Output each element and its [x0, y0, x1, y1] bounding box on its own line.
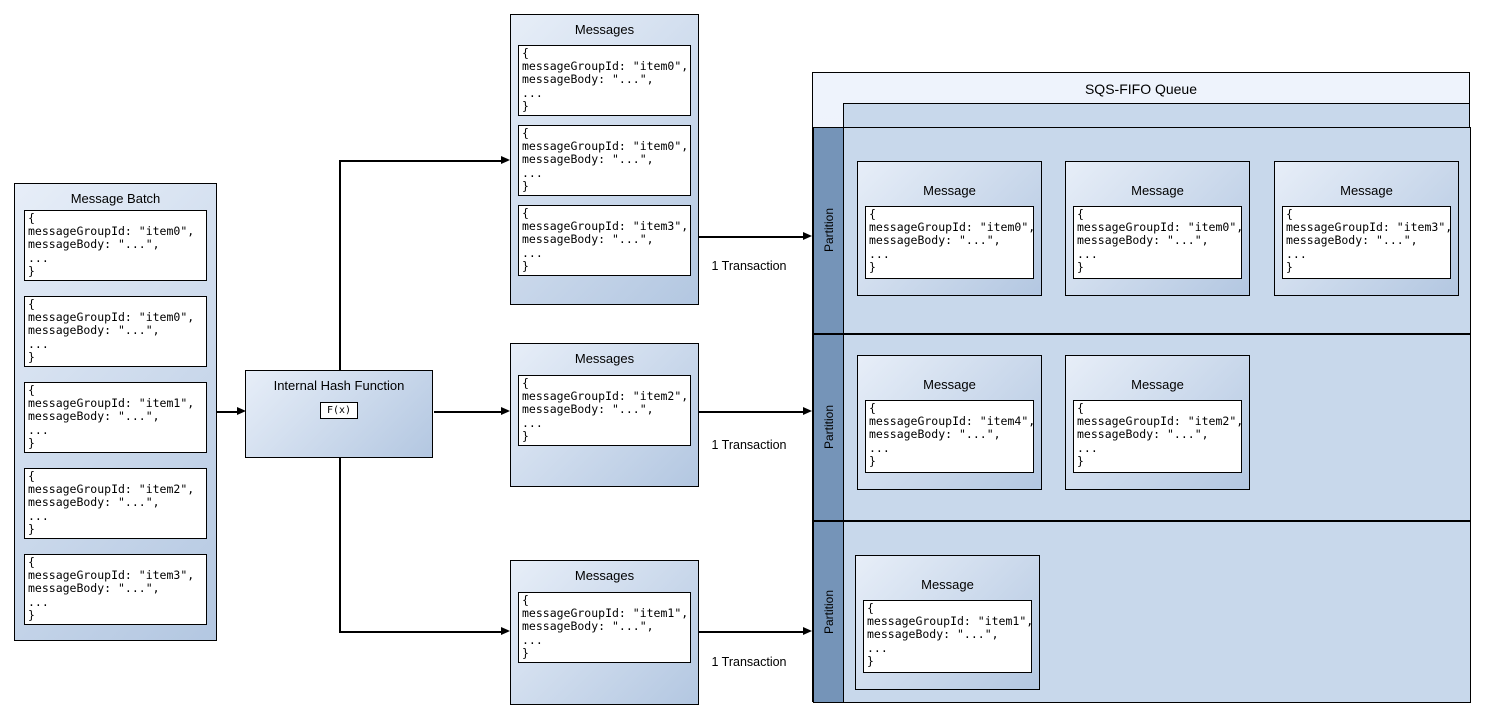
- arrowhead: [501, 627, 510, 635]
- partition-label: Partition: [821, 405, 836, 450]
- arrow-hash-down-vertical: [339, 458, 341, 633]
- message-code-block: {messageGroupId: "item0",messageBody: ".…: [865, 206, 1034, 279]
- arrowhead: [803, 232, 812, 240]
- arrowhead: [501, 156, 510, 164]
- message-card: {messageGroupId: "item0",messageBody: ".…: [24, 210, 207, 281]
- arrow-hash-to-messages-2: [434, 411, 502, 413]
- message-card: {messageGroupId: "item3",messageBody: ".…: [518, 205, 691, 276]
- messages-title: Messages: [574, 351, 635, 366]
- arrowhead: [501, 407, 510, 415]
- message-code-block: {messageGroupId: "item1",messageBody: ".…: [863, 600, 1032, 673]
- messages-panel-2: Messages {messageGroupId: "item2",messag…: [510, 343, 699, 487]
- partition-lane-2: Partition Message {messageGroupId: "item…: [813, 334, 1471, 521]
- queue-message-card: Message {messageGroupId: "item2",message…: [1065, 355, 1250, 490]
- message-card: {messageGroupId: "item3",messageBody: ".…: [24, 554, 207, 625]
- message-card: {messageGroupId: "item0",messageBody: ".…: [518, 125, 691, 196]
- message-card: {messageGroupId: "item2",messageBody: ".…: [24, 468, 207, 539]
- arrow-messages-2-to-partition-2: [699, 411, 804, 413]
- queue-title: SQS-FIFO Queue: [1084, 81, 1198, 97]
- message-card-title: Message: [921, 577, 974, 592]
- message-card: {messageGroupId: "item0",messageBody: ".…: [24, 296, 207, 367]
- message-batch-title: Message Batch: [70, 191, 161, 206]
- messages-cards-2: {messageGroupId: "item2",messageBody: ".…: [511, 366, 698, 446]
- arrowhead: [803, 407, 812, 415]
- arrow-hash-to-messages-1: [339, 160, 502, 162]
- hash-function-title: Internal Hash Function: [273, 378, 405, 393]
- message-card: {messageGroupId: "item0",messageBody: ".…: [518, 45, 691, 116]
- hash-formula-badge: F(x): [320, 402, 358, 419]
- queue-message-card: Message {messageGroupId: "item0",message…: [857, 161, 1042, 296]
- arrow-batch-to-hash: [217, 411, 240, 413]
- transaction-label-2: 1 Transaction: [711, 438, 787, 452]
- partition-lane-1: Partition Message {messageGroupId: "item…: [813, 127, 1471, 334]
- arrow-hash-to-messages-3: [339, 631, 502, 633]
- partition-label: Partition: [821, 208, 836, 253]
- messages-title: Messages: [574, 22, 635, 37]
- message-card-title: Message: [1131, 183, 1184, 198]
- message-code-block: {messageGroupId: "item0",messageBody: ".…: [1073, 206, 1242, 279]
- messages-panel-3: Messages {messageGroupId: "item1",messag…: [510, 560, 699, 705]
- hash-function-box: Internal Hash Function F(x): [245, 370, 433, 458]
- partition-label-strip: Partition: [814, 128, 844, 333]
- message-card-title: Message: [1340, 183, 1393, 198]
- message-card: {messageGroupId: "item1",messageBody: ".…: [24, 382, 207, 453]
- message-card: {messageGroupId: "item1",messageBody: ".…: [518, 592, 691, 663]
- partition-label-strip: Partition: [814, 522, 844, 702]
- sqs-fifo-queue-pool: SQS-FIFO Queue Partition Message {messag…: [812, 72, 1471, 703]
- message-batch-panel: Message Batch {messageGroupId: "item0",m…: [14, 183, 217, 641]
- message-card-title: Message: [1131, 377, 1184, 392]
- messages-cards-1: {messageGroupId: "item0",messageBody: ".…: [511, 37, 698, 276]
- partition-label-strip: Partition: [814, 335, 844, 520]
- arrow-hash-up-vertical: [339, 161, 341, 370]
- messages-panel-1: Messages {messageGroupId: "item0",messag…: [510, 14, 699, 305]
- partition-label: Partition: [821, 589, 836, 635]
- arrowhead: [237, 407, 246, 415]
- queue-message-card: Message {messageGroupId: "item0",message…: [1065, 161, 1250, 296]
- transaction-label-1: 1 Transaction: [711, 259, 787, 273]
- transaction-label-3: 1 Transaction: [711, 655, 787, 669]
- arrowhead: [803, 627, 812, 635]
- queue-message-card: Message {messageGroupId: "item1",message…: [855, 555, 1040, 690]
- message-card-title: Message: [923, 183, 976, 198]
- message-code-block: {messageGroupId: "item3",messageBody: ".…: [1282, 206, 1451, 279]
- message-batch-cards: {messageGroupId: "item0",messageBody: ".…: [15, 206, 216, 625]
- queue-message-card: Message {messageGroupId: "item3",message…: [1274, 161, 1459, 296]
- message-card: {messageGroupId: "item2",messageBody: ".…: [518, 375, 691, 446]
- arrow-messages-3-to-partition-3: [699, 631, 804, 633]
- message-card-title: Message: [923, 377, 976, 392]
- messages-title: Messages: [574, 568, 635, 583]
- messages-cards-3: {messageGroupId: "item1",messageBody: ".…: [511, 583, 698, 663]
- message-code-block: {messageGroupId: "item2",messageBody: ".…: [1073, 400, 1242, 473]
- partition-lane-3: Partition Message {messageGroupId: "item…: [813, 521, 1471, 703]
- arrow-messages-1-to-partition-1: [699, 236, 804, 238]
- queue-message-card: Message {messageGroupId: "item4",message…: [857, 355, 1042, 490]
- message-code-block: {messageGroupId: "item4",messageBody: ".…: [865, 400, 1034, 473]
